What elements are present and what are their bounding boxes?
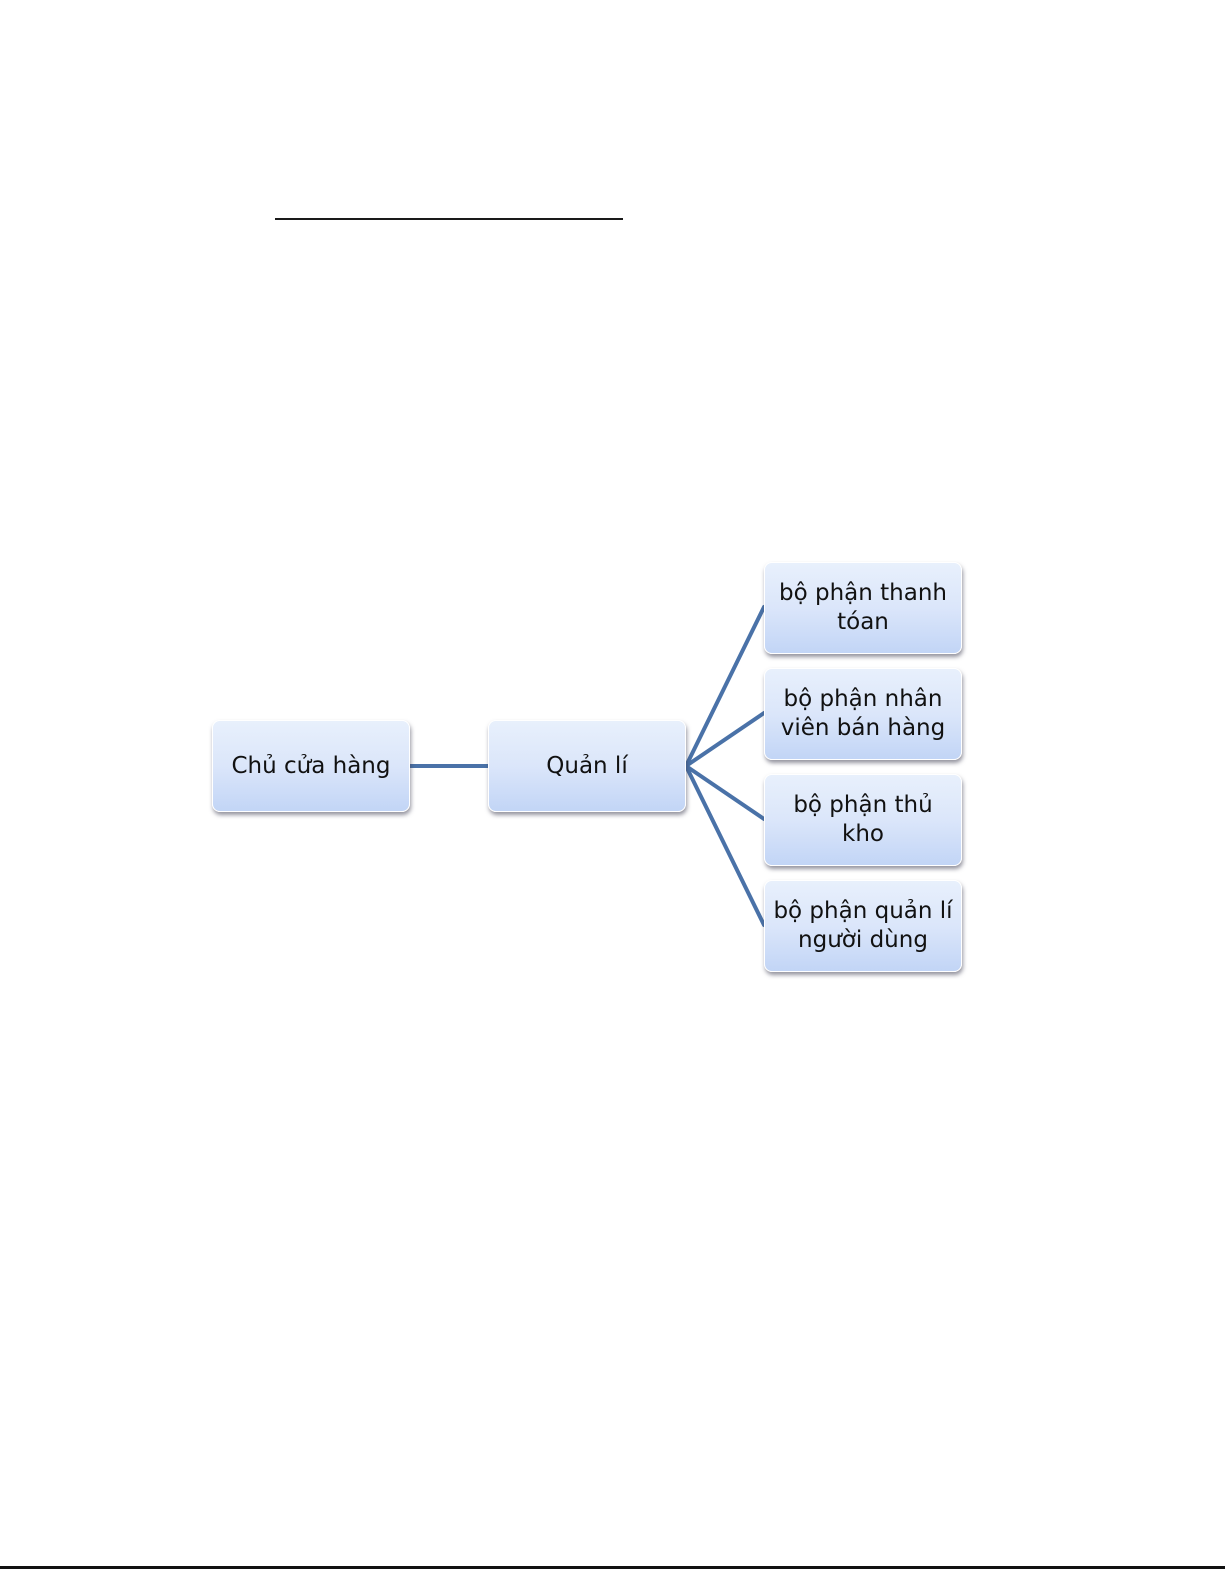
connector-manager-dept-4 — [686, 766, 764, 925]
node-department-label: bộ phận thanh tóan — [773, 579, 953, 637]
connector-manager-dept-3 — [686, 766, 764, 819]
node-manager: Quản lí — [488, 720, 686, 812]
connector-manager-dept-1 — [686, 607, 764, 766]
node-department-label: bộ phận quản lí người dùng — [773, 897, 953, 955]
footer-rule — [0, 1566, 1225, 1569]
node-root: Chủ cửa hàng — [212, 720, 410, 812]
header-underline — [275, 218, 623, 220]
node-department-sales: bộ phận nhân viên bán hàng — [764, 668, 962, 760]
connector-manager-dept-2 — [686, 713, 764, 766]
node-department-user-management: bộ phận quản lí người dùng — [764, 880, 962, 972]
node-department-label: bộ phận thủ kho — [773, 791, 953, 849]
node-root-label: Chủ cửa hàng — [221, 752, 401, 781]
node-manager-label: Quản lí — [497, 752, 677, 781]
node-department-payment: bộ phận thanh tóan — [764, 562, 962, 654]
node-department-label: bộ phận nhân viên bán hàng — [773, 685, 953, 743]
node-department-warehouse: bộ phận thủ kho — [764, 774, 962, 866]
